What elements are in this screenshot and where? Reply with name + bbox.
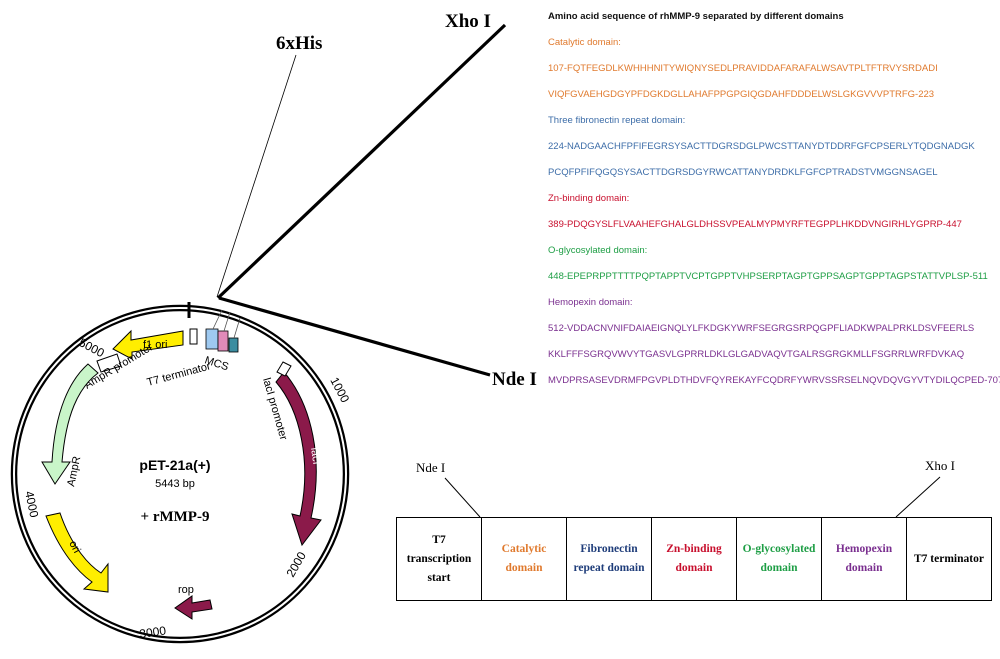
sequence-line: 107-FQTFEGDLKWHHHNITYWIQNYSEDLPRAVIDDAFA… bbox=[548, 63, 938, 74]
sequence-line: VIQFGVAEHGDGYPFDGKDGLLAHAFPPGPGIQGDAHFDD… bbox=[548, 89, 935, 100]
coord-2000: 2000 bbox=[283, 549, 309, 579]
mcs-block-pink bbox=[217, 330, 229, 352]
domain-cell: T7 transcription start bbox=[406, 533, 472, 584]
domain-cell: T7 terminator bbox=[906, 518, 991, 600]
plasmid-backbone-inner bbox=[13, 307, 347, 641]
mcs-block-teal bbox=[228, 337, 239, 353]
laci-label: lacI bbox=[308, 447, 322, 466]
sequence-panel: Amino acid sequence of rhMMP-9 separated… bbox=[548, 8, 1000, 394]
laci-promoter-arrow bbox=[276, 361, 292, 377]
mcs-leader-2 bbox=[223, 311, 231, 332]
domain-cell: O-glycosylated domain bbox=[736, 518, 821, 600]
sequence-line: Hemopexin domain: bbox=[548, 297, 633, 308]
f1-ori-arrow bbox=[112, 329, 184, 360]
t7-terminator-label: T7 terminator bbox=[146, 360, 213, 389]
sequence-line: O-glycosylated domain: bbox=[548, 245, 648, 256]
nde-leader-line bbox=[218, 296, 491, 377]
sequence-line: 448-EPEPRPPTTTTPQPTAPPTVCPTGPPTVHPSERPTA… bbox=[548, 271, 988, 282]
mcs-leader-3 bbox=[233, 317, 241, 339]
coord-3000: 3000 bbox=[138, 623, 167, 641]
xho-leader-line bbox=[216, 23, 507, 300]
coord-4000: 4000 bbox=[22, 490, 41, 519]
ampr-arrow bbox=[41, 363, 99, 485]
domain-cell: Catalytic domain bbox=[481, 518, 566, 600]
insert-label: + rMMP-9 bbox=[141, 509, 210, 525]
his-tag-label: 6xHis bbox=[276, 33, 322, 54]
sequence-line: 224-NADGAACHFPFIFEGRSYSACTTDGRSDGLPWCSTT… bbox=[548, 141, 975, 152]
domain-cell: Hemopexin domain bbox=[821, 518, 906, 600]
nde-label: Nde I bbox=[492, 369, 537, 390]
rop-label: rop bbox=[178, 584, 194, 596]
sequence-line: PCQFPFIFQGQSYSACTTDGRSDGYRWCATTANYDRDKLF… bbox=[548, 167, 938, 178]
coord-5000: 5000 bbox=[77, 335, 107, 360]
map-xho-label: Xho I bbox=[925, 458, 955, 473]
laci-arrow bbox=[275, 371, 322, 547]
sequence-lines: Catalytic domain: 107-FQTFEGDLKWHHHNITYWI… bbox=[548, 30, 1000, 394]
plasmid-size: 5443 bp bbox=[155, 478, 195, 490]
his-tag-leader-line bbox=[216, 54, 297, 298]
rop-arrow bbox=[174, 595, 213, 620]
sequence-line: Zn-binding domain: bbox=[548, 193, 630, 204]
ori-arrow bbox=[45, 512, 109, 593]
xho-label: Xho I bbox=[445, 11, 491, 32]
ori-label: ori bbox=[66, 539, 82, 555]
map-nde-line bbox=[444, 477, 481, 518]
t7-terminator-box bbox=[189, 328, 198, 345]
sequence-line: Three fibronectin repeat domain: bbox=[548, 115, 686, 126]
sequence-line: Catalytic domain: bbox=[548, 37, 621, 48]
map-xho-line bbox=[895, 476, 941, 518]
sequence-line: 389-PDQGYSLFLVAAHEFGHALGLDHSSVPEALMYPMYR… bbox=[548, 219, 962, 230]
map-nde-label: Nde I bbox=[416, 460, 445, 475]
sequence-line: 512-VDDACNVNIFDAIAEIGNQLYLFKDGKYWRFSEGRG… bbox=[548, 323, 975, 334]
f1-ori-label: f1 ori bbox=[143, 339, 167, 351]
domain-cell: Fibronectin repeat domain bbox=[566, 518, 651, 600]
mcs-leader-1 bbox=[212, 309, 223, 330]
sequence-title: Amino acid sequence of rhMMP-9 separated… bbox=[548, 11, 844, 22]
ampr-label: AmpR bbox=[65, 455, 83, 487]
sequence-line: KKLFFFSGRQVWVYTGASVLGPRRLDKLGLGADVAQVTGA… bbox=[548, 349, 965, 360]
domain-cell: Zn-binding domain bbox=[651, 518, 736, 600]
plasmid-name: pET-21a(+) bbox=[139, 457, 210, 473]
mcs-block-blue bbox=[205, 328, 219, 350]
sequence-line: MVDPRSASEVDRMFPGVPLDTHDVFQYREKAYFCQDRFYW… bbox=[548, 375, 1000, 386]
ampr-promoter-arrow bbox=[96, 353, 122, 373]
